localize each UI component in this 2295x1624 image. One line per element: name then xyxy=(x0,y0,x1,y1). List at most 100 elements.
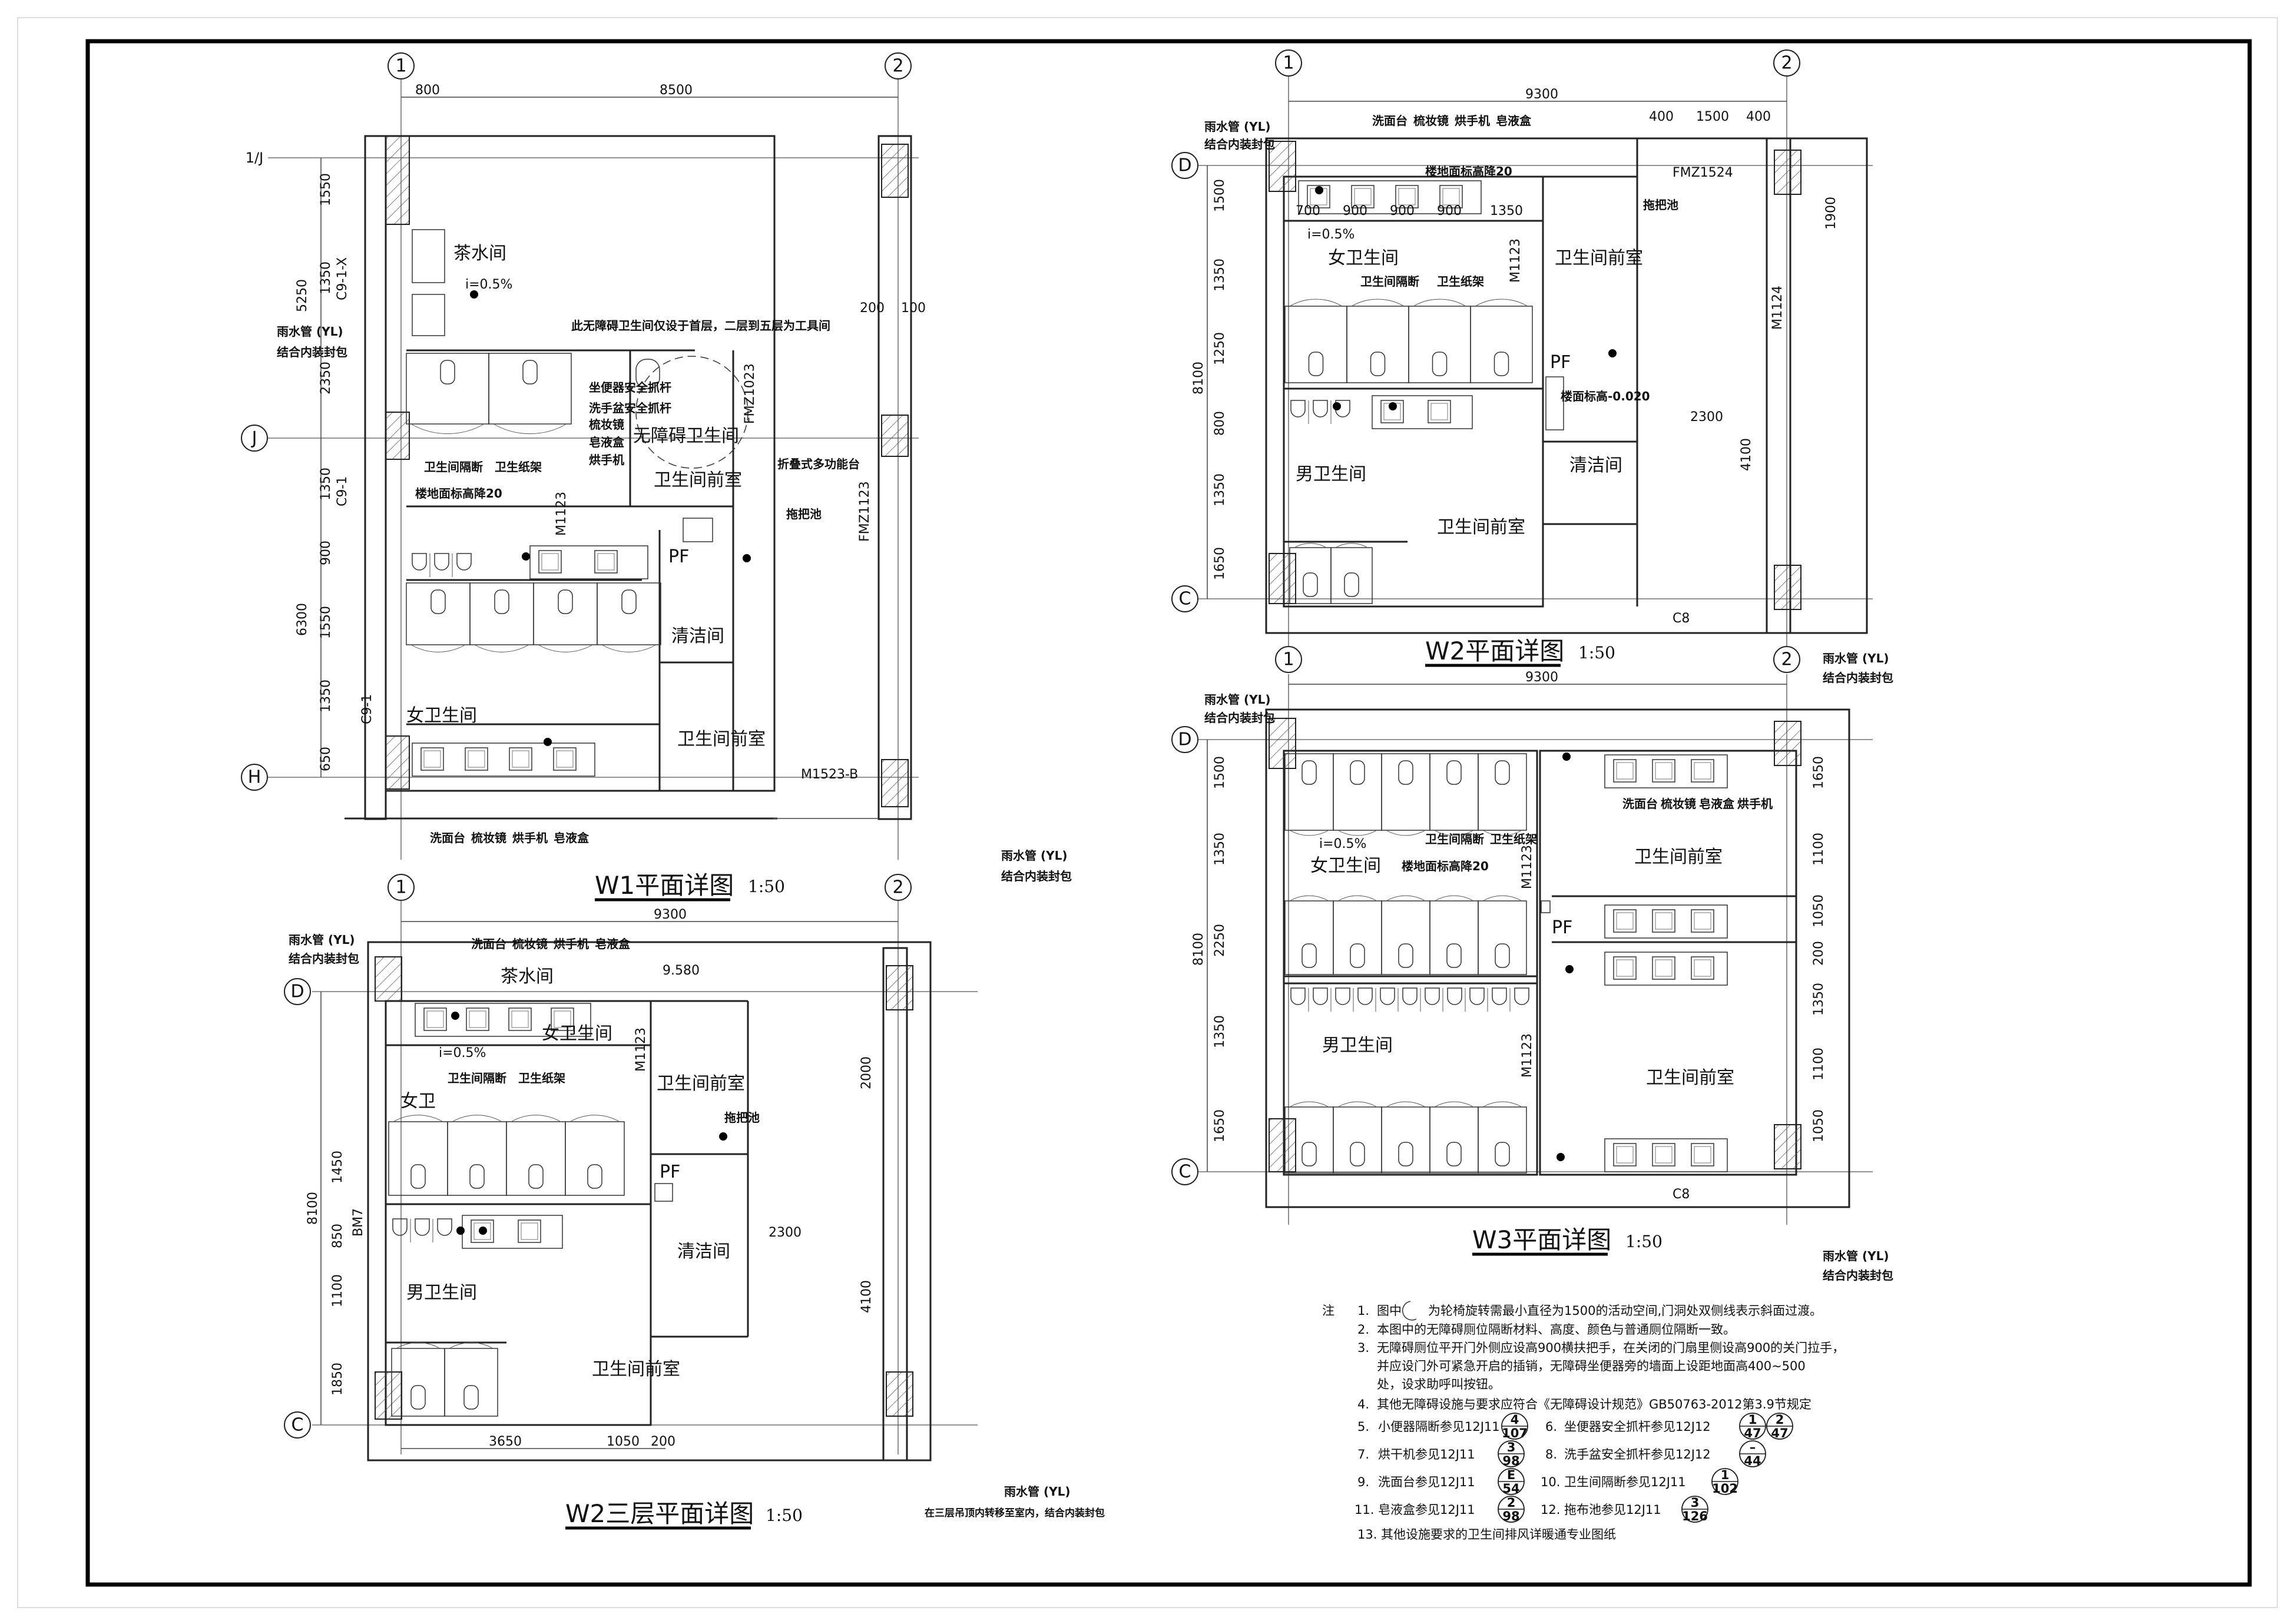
dimension: 1850 xyxy=(330,1363,345,1396)
callout: 烘手机 xyxy=(512,831,548,845)
dimension: 200 xyxy=(1812,941,1826,966)
callout: 卫生间隔断 xyxy=(1360,274,1419,289)
note-text: 皂液盒参见12J11 xyxy=(1378,1503,1475,1517)
urinal-icon xyxy=(1447,987,1462,1005)
washbasin-icon xyxy=(1428,400,1451,423)
door-swing-icon xyxy=(1434,1101,1474,1108)
dimension: 9300 xyxy=(1525,670,1558,685)
toilet-icon xyxy=(1302,1142,1317,1166)
dimension: 1900 xyxy=(1824,197,1839,230)
dimension: 8100 xyxy=(1191,362,1206,395)
column xyxy=(1774,721,1801,766)
door-swing-icon xyxy=(410,644,466,652)
door-swing-icon xyxy=(1386,830,1426,836)
toilet-icon xyxy=(1344,572,1359,597)
door-swing-icon xyxy=(1434,830,1474,836)
callout: 拖把池 xyxy=(724,1111,760,1125)
reference-page-number: 44 xyxy=(1744,1454,1761,1468)
door-swing-icon xyxy=(1413,299,1466,307)
door-swing-icon xyxy=(1289,1101,1329,1108)
floor-drain-icon xyxy=(544,738,552,746)
axis-bubble-J: J xyxy=(241,425,268,452)
dimension: 400 xyxy=(1746,110,1771,124)
vanity-counter xyxy=(1604,952,1728,986)
dimension: 900 xyxy=(319,541,333,565)
toilet-icon xyxy=(522,360,538,385)
toilet-icon xyxy=(463,1385,479,1410)
column xyxy=(385,412,410,460)
note-text: 无障碍厕位平开门外侧应设高900横扶把手，在关闭的门扇里侧设高900的关门拉手， xyxy=(1377,1341,1844,1355)
detail-reference-symbol: E54 xyxy=(1498,1468,1525,1496)
urinal-icon xyxy=(1335,987,1350,1005)
urinal-icon xyxy=(437,1218,452,1236)
note-number: 8. xyxy=(1545,1447,1557,1461)
note-number: 11. xyxy=(1355,1503,1374,1517)
washbasin-icon xyxy=(1613,759,1637,783)
room-label: PF xyxy=(660,1162,680,1182)
toilet-icon xyxy=(1446,943,1462,968)
column xyxy=(1269,141,1296,192)
dimension: 1650 xyxy=(1213,1109,1227,1142)
room-label: 清洁间 xyxy=(677,1241,730,1262)
floor-drain-icon xyxy=(1315,186,1323,194)
fixtures xyxy=(1284,180,1617,604)
svg-text:2: 2 xyxy=(1781,649,1792,670)
floor-drain-icon xyxy=(522,552,530,561)
dimension: 1250 xyxy=(1213,332,1227,365)
door-tag: M1523-B xyxy=(801,767,858,782)
vanity-counter xyxy=(415,1003,591,1037)
vanity-counter xyxy=(1604,1138,1728,1172)
callout: 洗面台 xyxy=(1372,114,1408,128)
note-number: 10. xyxy=(1541,1475,1560,1489)
dimension: 2350 xyxy=(319,362,333,395)
door-swing-icon xyxy=(393,1115,443,1122)
door-swing-icon xyxy=(449,1342,494,1349)
svg-text:1: 1 xyxy=(395,877,406,898)
svg-text:C: C xyxy=(292,1415,304,1436)
urinal-icon xyxy=(1380,987,1395,1005)
reference-detail-number: E xyxy=(1507,1468,1515,1482)
note-text: 其他无障碍设施与要求应符合《无障碍设计规范》GB50763-2012第3.9节规… xyxy=(1377,1397,1812,1411)
washbasin-icon xyxy=(1652,909,1675,933)
dimension: 900 xyxy=(1343,204,1367,218)
dimension: 650 xyxy=(319,747,333,771)
axis-bubble-1: 1 xyxy=(388,874,415,901)
door-swing-icon xyxy=(538,644,593,652)
callout: 烘手机 xyxy=(554,937,589,951)
room-label: 卫生间前室 xyxy=(657,1073,745,1094)
room-label: 茶水间 xyxy=(453,243,506,264)
dimension: 900 xyxy=(1390,204,1415,218)
fixtures xyxy=(406,229,751,777)
reference-detail-number: 1 xyxy=(1721,1468,1730,1482)
washbasin-icon xyxy=(1395,185,1419,208)
dimension: 1350 xyxy=(1213,473,1227,506)
vanity-counter xyxy=(1604,754,1728,788)
notes-label: 注 xyxy=(1322,1304,1334,1318)
toilet-icon xyxy=(410,1164,426,1189)
door-swing-icon xyxy=(1482,1101,1522,1108)
fixtures xyxy=(388,1003,727,1417)
dimension: 1050 xyxy=(1812,1109,1826,1142)
note-number: 3. xyxy=(1357,1341,1369,1355)
axis-bubble-H: H xyxy=(241,764,268,791)
note-number: 5. xyxy=(1357,1420,1369,1434)
washbasin-icon xyxy=(1439,185,1463,208)
toilet-icon xyxy=(1350,760,1365,785)
floor-drain-icon xyxy=(1333,402,1341,410)
callout: 楼地面标高降20 xyxy=(415,486,502,501)
toilet-stall xyxy=(1470,306,1533,383)
dimension: 1350 xyxy=(1213,258,1227,291)
callout: 皂液盒 xyxy=(1496,114,1532,128)
note-text: 其他设施要求的卫生间排风详暖通专业图纸 xyxy=(1381,1527,1616,1542)
room-label: 卫生间前室 xyxy=(677,729,766,750)
dimension: 4100 xyxy=(1739,438,1754,471)
reference-page-number: 126 xyxy=(1682,1509,1708,1523)
washbasin-icon xyxy=(423,1007,447,1031)
callout: 卫生纸架 xyxy=(518,1071,565,1085)
floor-drain-icon xyxy=(451,1012,459,1020)
note-text: 处，设求助呼叫按钮。 xyxy=(1377,1377,1501,1391)
detail-reference-symbol: 247 xyxy=(1766,1413,1793,1440)
washbasin-icon xyxy=(1652,1143,1675,1166)
washbasin-icon xyxy=(420,747,444,771)
toilet-icon xyxy=(587,1164,602,1189)
